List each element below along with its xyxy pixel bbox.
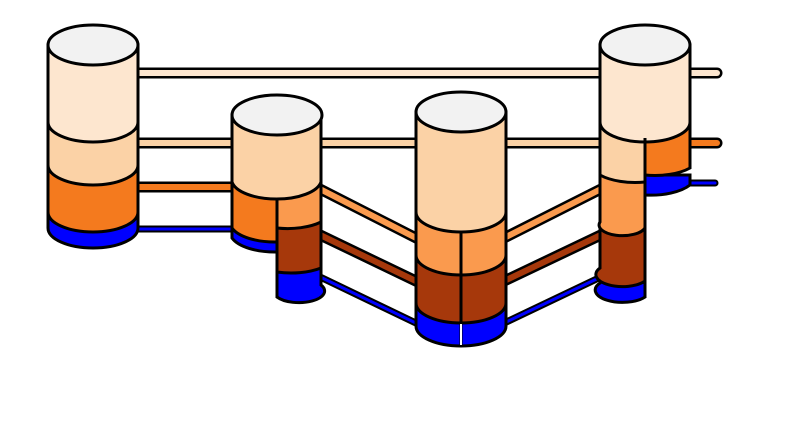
pipes-layer: [127, 67, 723, 329]
pipe-blue: [129, 179, 719, 329]
cylinder-right: [593, 23, 692, 304]
cylinder-second: [230, 93, 327, 305]
pipe-light-orange-diagonal: [310, 181, 611, 246]
cylinder-left: [46, 23, 140, 250]
cylinder-center: [414, 90, 508, 348]
pipe-brown-diagonal: [310, 227, 611, 289]
pipe-orange: [127, 137, 723, 193]
